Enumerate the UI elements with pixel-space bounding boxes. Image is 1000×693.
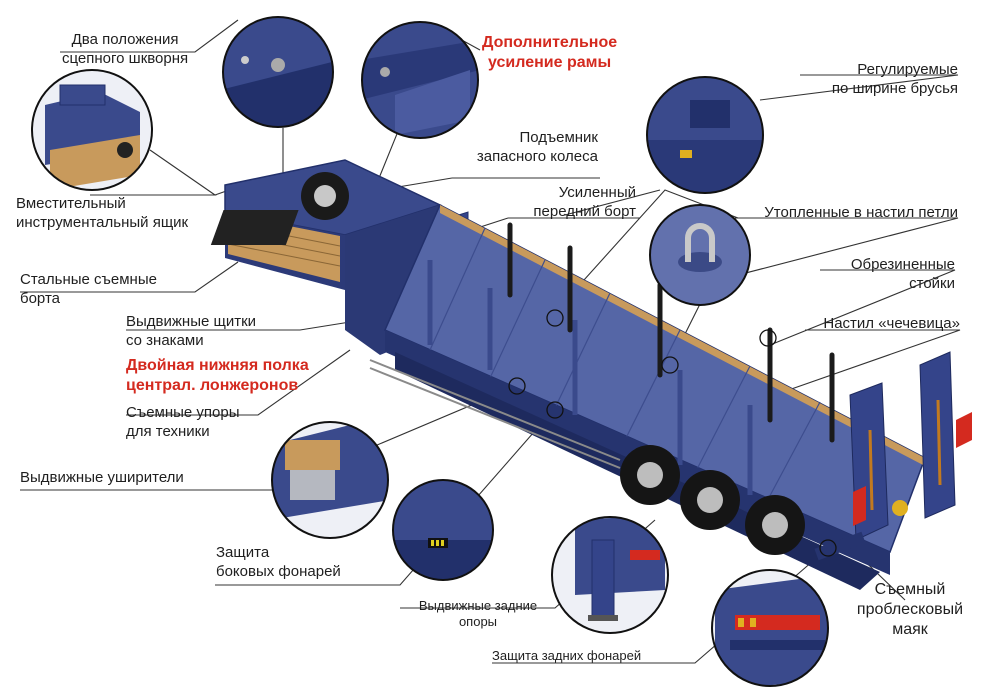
label-rear-lights: Защита задних фонарей [492, 648, 642, 663]
label-recessed-loops: Утопленные в настил петли [764, 204, 958, 221]
label-extenders: Выдвижные уширители [20, 469, 184, 486]
detail-circle-rear-supports [551, 516, 669, 634]
detail-circle-beams [646, 76, 764, 194]
wheels [620, 445, 805, 555]
detail-circle-loops [649, 204, 751, 306]
detail-circle-extenders [271, 421, 389, 539]
detail-circle-frame [361, 21, 479, 139]
trailer-body [210, 159, 972, 590]
detail-circle-kingpin [222, 16, 334, 128]
detail-circle-toolbox [31, 69, 153, 191]
detail-circle-rear-lights [711, 569, 829, 687]
label-lentil-deck: Настил «чечевица» [823, 315, 960, 332]
